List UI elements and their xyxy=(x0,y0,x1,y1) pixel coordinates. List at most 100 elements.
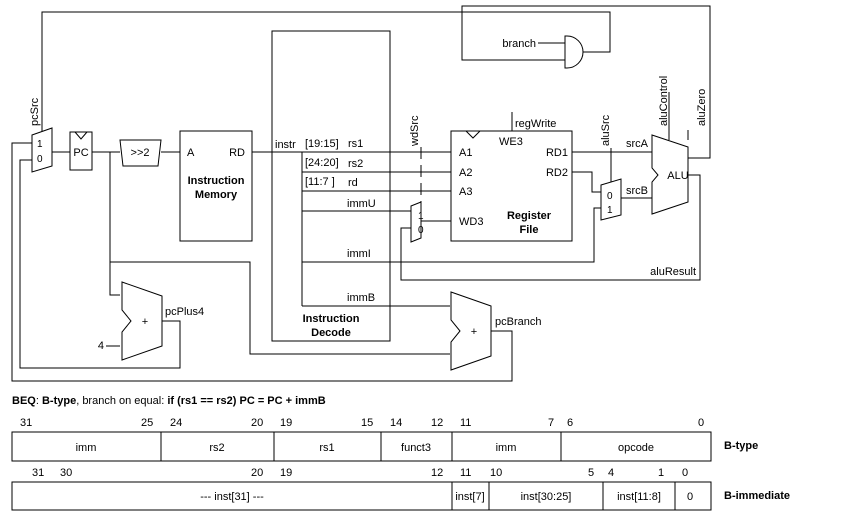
format-bimm-bits-8-label: 4 xyxy=(608,467,614,479)
blocks-regfile-we3-label: WE3 xyxy=(499,136,523,148)
format-bimm-label-label: B-immediate xyxy=(724,490,790,502)
description-condition-label: if (rs1 == rs2) PC = PC + immB xyxy=(167,395,325,407)
shift-right-2: >>2 xyxy=(119,139,162,167)
signals-srcA-label: srcA xyxy=(626,138,649,150)
format-bimm-bits-0-label: 31 xyxy=(32,467,44,479)
format-bimm-fields-2-label: inst[30:25] xyxy=(521,491,572,503)
signals-four-label: 4 xyxy=(98,340,104,352)
btype-format-table: 31 25 24 20 19 15 14 12 11 7 6 0 imm rs2… xyxy=(11,417,758,462)
blocks-regfile-wd3-label: WD3 xyxy=(459,216,483,228)
signals-branch-label: branch xyxy=(502,38,536,50)
branch-and-gate xyxy=(564,35,584,69)
blocks-regfile-rd1-label: RD1 xyxy=(546,147,568,159)
signals-immI-label: immI xyxy=(347,248,371,260)
blocks-mux-pc-1-label: 0 xyxy=(37,154,43,165)
signals-wdSrc-label: wdSrc xyxy=(409,115,421,147)
description-sep1-label: : xyxy=(36,395,42,407)
signals-pcSrc-label: pcSrc xyxy=(29,97,41,126)
signals-field-rs1-label: [19:15] xyxy=(305,138,339,150)
blocks-shift-label: >>2 xyxy=(131,147,150,159)
format-bimm-fields-1-label: inst[7] xyxy=(455,491,484,503)
pc-branch-adder: + xyxy=(450,291,492,371)
format-btype-fields-5-label: opcode xyxy=(618,442,654,454)
format-bimm-fields-4-label: 0 xyxy=(687,491,693,503)
signals-srcB-label: srcB xyxy=(626,185,648,197)
format-btype-bits-11-label: 0 xyxy=(698,417,704,429)
signals-rd-label: rd xyxy=(348,177,358,189)
blocks-decode-title-1-label: Decode xyxy=(311,327,351,339)
format-btype-fields-1-label: rs2 xyxy=(209,442,224,454)
format-btype-fields-0-label: imm xyxy=(76,442,97,454)
bimm-format-table: 31 30 20 19 12 11 10 5 4 1 0 --- inst[31… xyxy=(11,467,790,511)
format-btype-bits-8-label: 11 xyxy=(460,417,471,429)
blocks-regfile-a1-label: A1 xyxy=(459,147,472,159)
blocks-mux-alu-0-label: 0 xyxy=(607,191,613,202)
blocks-decode-title-0-label: Instruction xyxy=(303,313,360,325)
instruction-memory: A RD Instruction Memory xyxy=(179,130,253,242)
signals-pcBranch-label: pcBranch xyxy=(495,316,541,328)
description-type-label: B-type xyxy=(42,395,76,407)
blocks-alu-label: ALU xyxy=(667,170,688,182)
format-bimm-bits-4-label: 12 xyxy=(431,467,443,479)
format-bimm-bits-6-label: 10 xyxy=(490,467,502,479)
format-btype-bits-10-label: 6 xyxy=(567,417,573,429)
signals-instr-label: instr xyxy=(275,139,296,151)
blocks-regfile-title-0-label: Register xyxy=(507,210,552,222)
write-data-mux: 1 0 xyxy=(410,201,424,243)
blocks-regfile-title-1-label: File xyxy=(520,224,539,236)
signals-aluControl-label: aluControl xyxy=(658,76,670,126)
signals-field-rs2-label: [24:20] xyxy=(305,157,339,169)
register-file: A1 A2 A3 WD3 WE3 RD1 RD2 Register File xyxy=(450,130,573,242)
blocks-imem-title-0-label: Instruction xyxy=(188,175,245,187)
signals-pcPlus4-label: pcPlus4 xyxy=(165,306,204,318)
blocks-mux-alu-1-label: 1 xyxy=(607,205,613,216)
format-btype-bits-9-label: 7 xyxy=(548,417,554,429)
signals-aluZero-label: aluZero xyxy=(696,89,708,126)
blocks-adder-sign-label: + xyxy=(142,316,148,328)
format-bimm-bits-2-label: 20 xyxy=(251,467,263,479)
blocks-pc-label: PC xyxy=(73,147,88,159)
blocks-regfile-rd2-label: RD2 xyxy=(546,167,568,179)
blocks-mux-wd-0-label: 1 xyxy=(418,211,424,222)
format-btype-label-label: B-type xyxy=(724,440,758,452)
alu: ALU xyxy=(651,134,689,215)
signals-immU-label: immU xyxy=(347,198,376,210)
blocks-regfile-a3-label: A3 xyxy=(459,186,472,198)
blocks-mux-wd-1-label: 0 xyxy=(418,225,424,236)
format-btype-bits-3-label: 20 xyxy=(251,417,263,429)
signals-immB-label: immB xyxy=(347,292,375,304)
blocks-mux-pc-0-label: 1 xyxy=(37,139,43,150)
format-btype-bits-2-label: 24 xyxy=(170,417,182,429)
pc-plus4-adder: + xyxy=(121,281,163,361)
format-bimm-bits-1-label: 30 xyxy=(60,467,72,479)
format-btype-fields-4-label: imm xyxy=(496,442,517,454)
format-bimm-bits-9-label: 1 xyxy=(658,467,664,479)
format-btype-fields-2-label: rs1 xyxy=(319,442,334,454)
description-middle-label: , branch on equal: xyxy=(76,395,167,407)
format-bimm-fields-0-label: --- inst[31] --- xyxy=(200,491,264,503)
signals-field-rd-label: [11:7 ] xyxy=(305,176,335,188)
format-btype-bits-6-label: 14 xyxy=(390,417,402,429)
signals-regWrite-label: regWrite xyxy=(515,118,556,130)
instruction-description: BEQ: B-type, branch on equal: if (rs1 ==… xyxy=(12,395,326,407)
pc-source-mux: 1 0 xyxy=(31,127,53,173)
format-btype-bits-5-label: 15 xyxy=(361,417,373,429)
format-bimm-bits-10-label: 0 xyxy=(682,467,688,479)
format-btype-bits-7-label: 12 xyxy=(431,417,443,429)
format-bimm-fields-3-label: inst[11:8] xyxy=(617,491,661,503)
format-bimm-bits-3-label: 19 xyxy=(280,467,292,479)
blocks-imem-rd-label: RD xyxy=(229,147,245,159)
format-bimm-bits-7-label: 5 xyxy=(588,467,594,479)
format-btype-bits-1-label: 25 xyxy=(141,417,153,429)
program-counter-register: PC xyxy=(69,131,93,171)
blocks-regfile-a2-label: A2 xyxy=(459,167,472,179)
blocks-imem-title-1-label: Memory xyxy=(195,189,238,201)
signals-aluSrc-label: aluSrc xyxy=(600,114,612,146)
description-name-label: BEQ xyxy=(12,395,36,407)
alu-source-mux: 0 1 xyxy=(600,178,622,221)
instruction-decode: Instruction Decode xyxy=(271,30,391,342)
signal-labels: pcSrc wdSrc aluSrc aluControl aluZero re… xyxy=(29,38,708,352)
signals-aluResult-label: aluResult xyxy=(650,266,696,278)
signals-rs2-label: rs2 xyxy=(348,158,363,170)
